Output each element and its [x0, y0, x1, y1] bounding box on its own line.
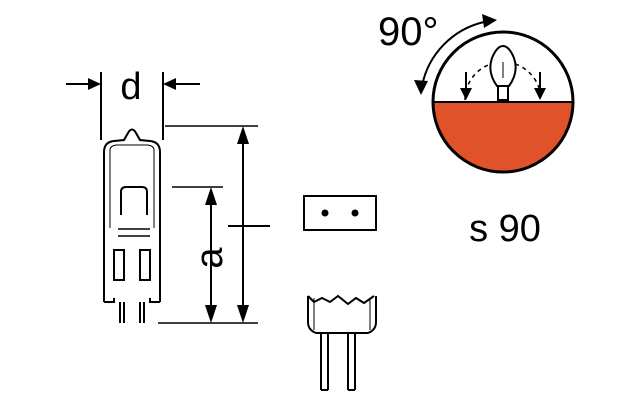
- arrow-icon: [88, 78, 176, 90]
- dimension-lines: [158, 125, 258, 324]
- lamp-side-view: [103, 128, 161, 323]
- burning-position-symbol: [431, 30, 575, 174]
- dimension-d-label: d: [120, 66, 141, 108]
- rotation-arc: [414, 14, 497, 95]
- base-side-view: [307, 294, 377, 391]
- burning-position-label: s 90: [469, 208, 541, 250]
- lamp-bulb-icon: [489, 44, 517, 101]
- arrow-icon: [205, 126, 249, 323]
- arrow-icon: [414, 80, 428, 95]
- angle-label: 90°: [378, 10, 439, 54]
- arrow-icon: [460, 72, 546, 100]
- dimension-a-label: a: [189, 247, 231, 269]
- pin-holes: [321, 209, 359, 217]
- pin-top-view: [303, 195, 377, 231]
- dimension-l: [228, 144, 270, 305]
- arrow-icon: [482, 14, 497, 28]
